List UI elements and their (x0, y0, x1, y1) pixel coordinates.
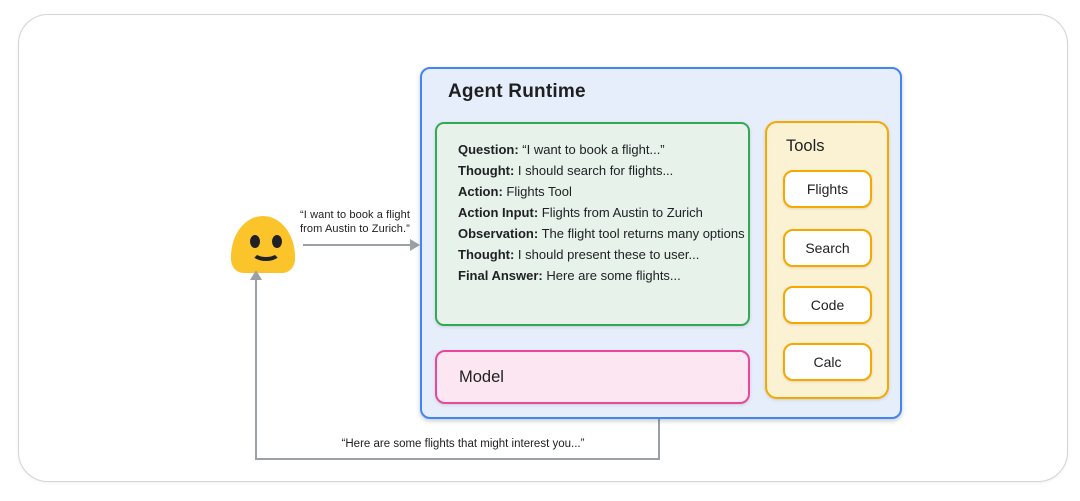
trace-text: I should search for flights... (514, 163, 674, 178)
return-line-horizontal (255, 458, 660, 460)
request-label-line2: from Austin to Zurich.” (300, 222, 410, 235)
tools-panel: Tools Flights Search Code Calc (765, 121, 889, 399)
tool-chip-calc: Calc (783, 343, 872, 381)
emoji-smile (251, 243, 281, 261)
agent-runtime-panel: Agent Runtime Question: “I want to book … (420, 67, 902, 419)
model-label: Model (459, 367, 504, 386)
trace-text: “I want to book a flight...” (518, 142, 665, 157)
tools-title: Tools (786, 137, 825, 155)
trace-label: Action Input: (458, 205, 539, 220)
trace-line-question: Question: “I want to book a flight...” (458, 139, 738, 160)
response-label: “Here are some flights that might intere… (341, 438, 585, 450)
return-line-rise (255, 279, 257, 460)
trace-text: The flight tool returns many options (538, 226, 745, 241)
emoji-right-eye (272, 235, 282, 248)
trace-line-thought-1: Thought: I should search for flights... (458, 160, 738, 181)
trace-text: Flights from Austin to Zurich (538, 205, 703, 220)
trace-label: Action: (458, 184, 503, 199)
request-label-line1: “I want to book a flight (300, 209, 411, 221)
return-line-drop (658, 419, 660, 460)
tool-chip-code: Code (783, 286, 872, 324)
emoji-left-eye (250, 235, 260, 248)
user-emoji-icon (231, 216, 295, 273)
agent-runtime-title: Agent Runtime (448, 81, 586, 102)
forward-arrow-line (303, 244, 411, 246)
trace-line-action: Action: Flights Tool (458, 181, 738, 202)
trace-text: Here are some flights... (542, 268, 681, 283)
trace-label: Observation: (458, 226, 539, 241)
request-label: “I want to book a flight from Austin to … (300, 209, 420, 236)
trace-label: Thought: (458, 163, 515, 178)
forward-arrow-head-icon (410, 239, 420, 251)
trace-line-observation: Observation: The flight tool returns man… (458, 223, 745, 244)
outer-frame: “I want to book a flight from Austin to … (18, 14, 1068, 482)
tool-chip-search: Search (783, 229, 872, 267)
tool-chip-flights: Flights (783, 170, 872, 208)
trace-line-thought-2: Thought: I should present these to user.… (458, 244, 738, 265)
react-trace-panel: Question: “I want to book a flight...” T… (435, 122, 750, 326)
trace-label: Thought: (458, 247, 515, 262)
trace-text: Flights Tool (502, 184, 572, 199)
trace-text: I should present these to user... (514, 247, 700, 262)
return-arrow-head-icon (250, 270, 262, 280)
trace-line-action-input: Action Input: Flights from Austin to Zur… (458, 202, 738, 223)
trace-label: Question: (458, 142, 519, 157)
model-box: Model (435, 350, 750, 404)
trace-line-final-answer: Final Answer: Here are some flights... (458, 265, 738, 286)
trace-label: Final Answer: (458, 268, 543, 283)
